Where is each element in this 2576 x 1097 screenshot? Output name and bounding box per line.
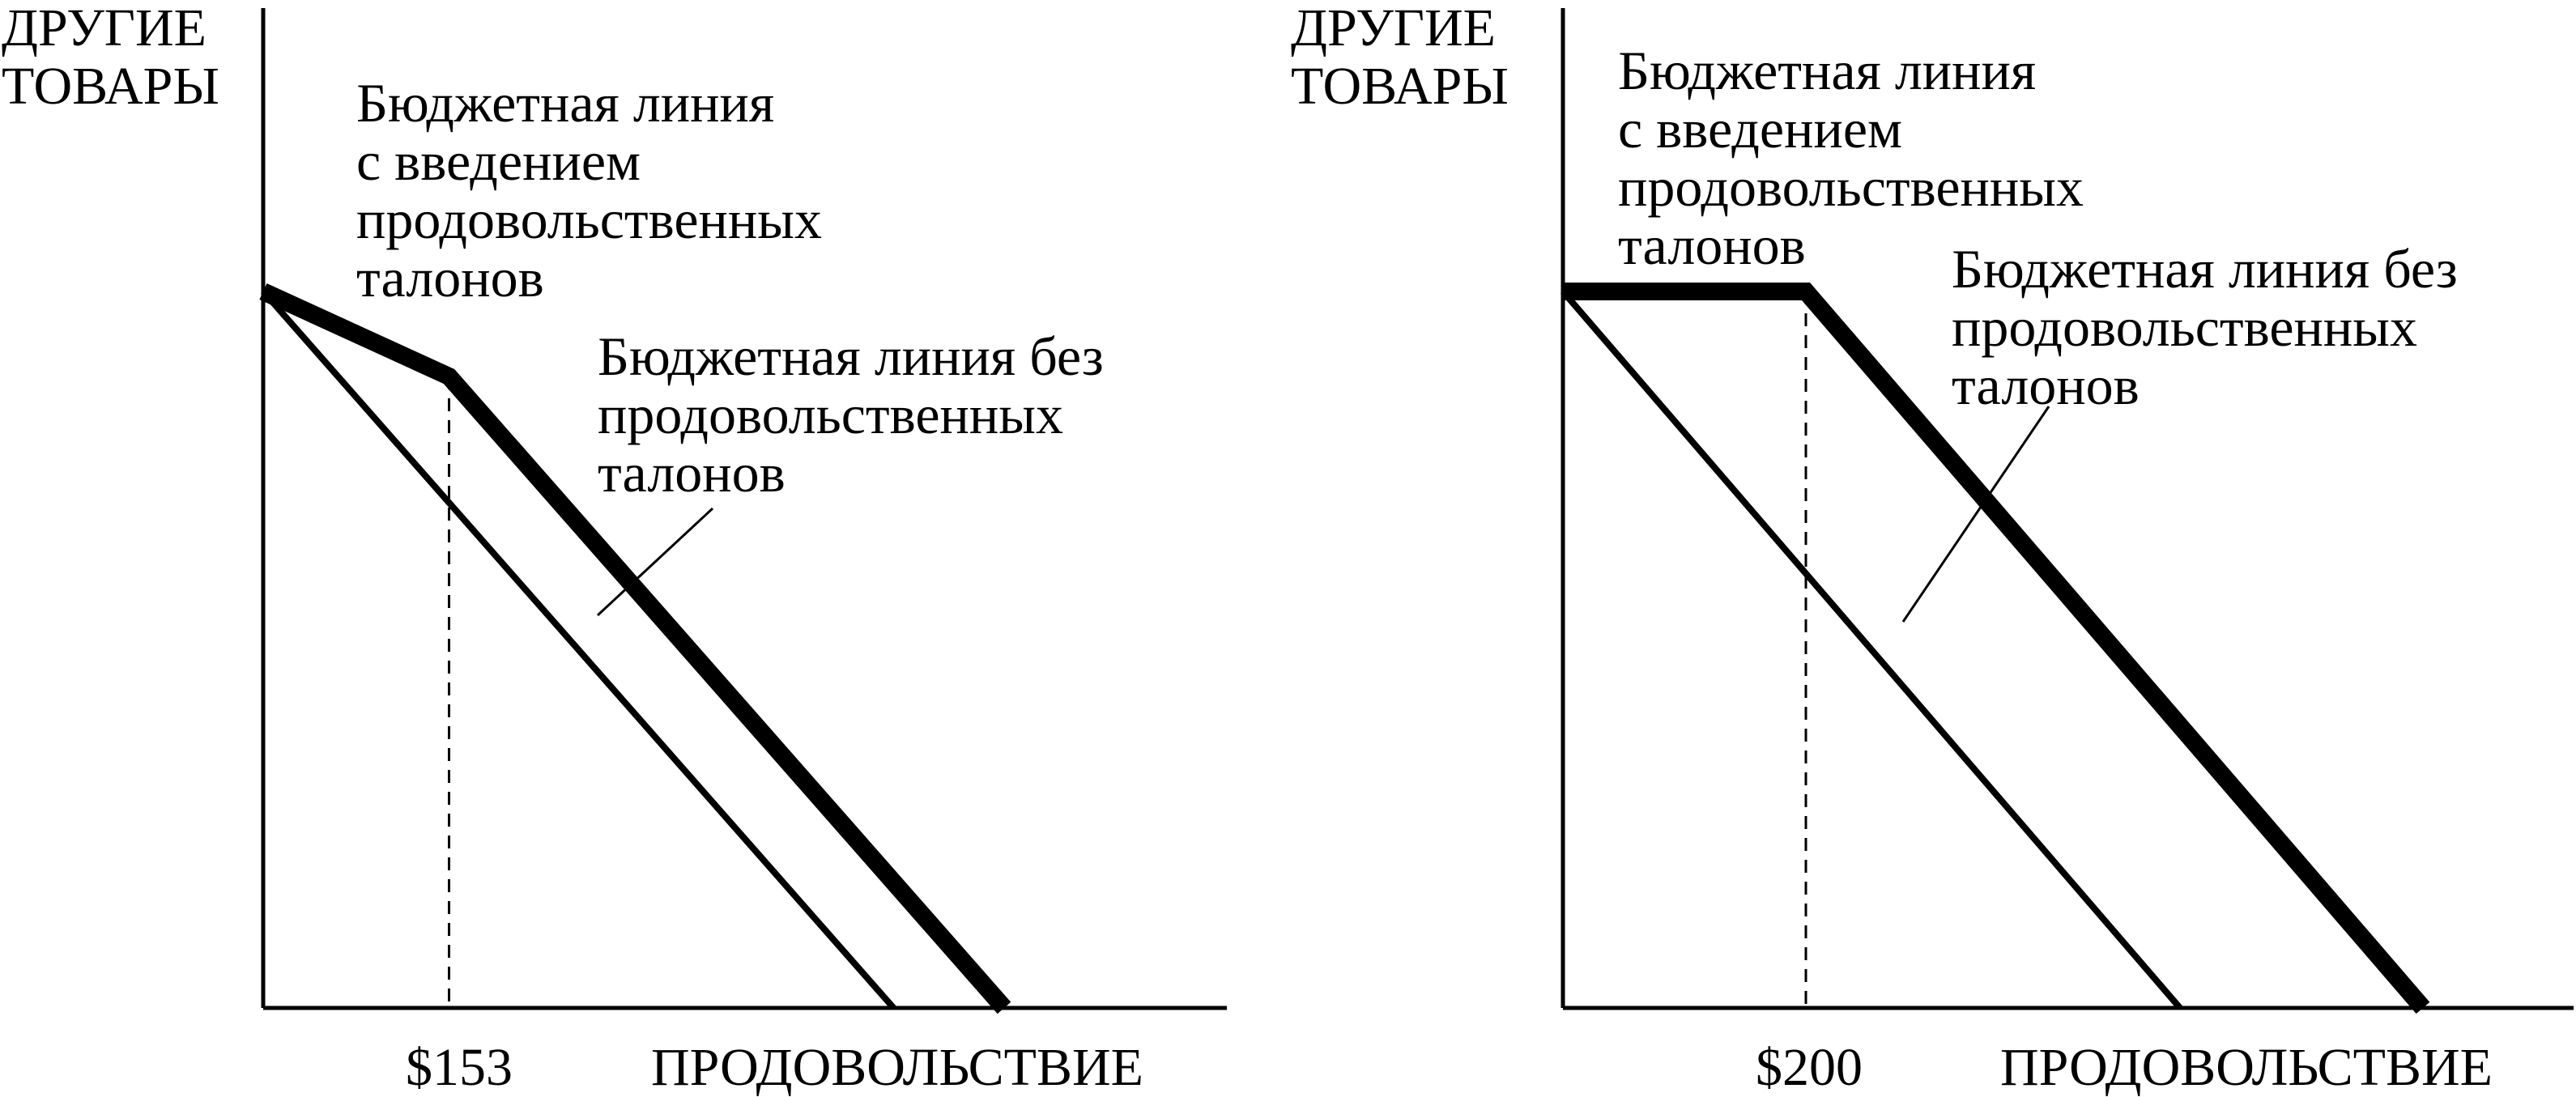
right-panel: ДРУГИЕ ТОВАРЫ Бюджетная линия с введение…: [1291, 0, 2574, 1097]
without-stamps-leader-line: [596, 507, 714, 617]
x-mark-tick-label: $200: [1756, 1038, 1863, 1097]
budget-line-without-stamps: [260, 289, 896, 1010]
without-stamps-leader-line: [1901, 406, 2050, 623]
budget-line-with-stamps: [1563, 283, 2430, 1014]
left-panel: ДРУГИЕ ТОВАРЫ Бюджетная линия с введение…: [2, 0, 1227, 1097]
with-stamps-label-line-4: талонов: [1618, 215, 1806, 276]
without-stamps-label-line-1: Бюджетная линия без: [1952, 238, 2458, 300]
x-axis-label: ПРОДОВОЛЬСТВИЕ: [651, 1038, 1143, 1097]
right-plot-marks: [1560, 8, 2574, 1014]
y-axis-label-line-2: ТОВАРЫ: [1291, 57, 1509, 116]
without-stamps-label-line-3: талонов: [598, 442, 786, 504]
without-stamps-label-line-3: талонов: [1952, 355, 2140, 416]
x-mark-tick-label: $153: [406, 1038, 513, 1097]
with-stamps-label-line-3: продовольственных: [356, 189, 822, 250]
budget-line-without-stamps: [1560, 289, 2183, 1010]
y-axis-label-line-1: ДРУГИЕ: [2, 0, 207, 57]
budget-line-with-stamps: [259, 283, 1011, 1014]
y-axis-label-line-1: ДРУГИЕ: [1291, 0, 1496, 57]
x-axis-label: ПРОДОВОЛЬСТВИЕ: [2000, 1038, 2493, 1097]
left-plot-marks: [259, 8, 1227, 1014]
with-stamps-label-line-1: Бюджетная линия: [1618, 40, 2036, 101]
with-stamps-label-line-2: с введением: [356, 130, 641, 192]
with-stamps-label-line-1: Бюджетная линия: [356, 72, 774, 134]
without-stamps-label-line-1: Бюджетная линия без: [598, 325, 1104, 387]
with-stamps-label-line-2: с введением: [1618, 98, 1902, 159]
without-stamps-label-line-2: продовольственных: [1952, 296, 2417, 358]
with-stamps-label-line-4: талонов: [356, 247, 544, 308]
without-stamps-label-line-2: продовольственных: [598, 384, 1063, 445]
with-stamps-label-line-3: продовольственных: [1618, 156, 2084, 218]
y-axis-label-line-2: ТОВАРЫ: [2, 57, 219, 116]
